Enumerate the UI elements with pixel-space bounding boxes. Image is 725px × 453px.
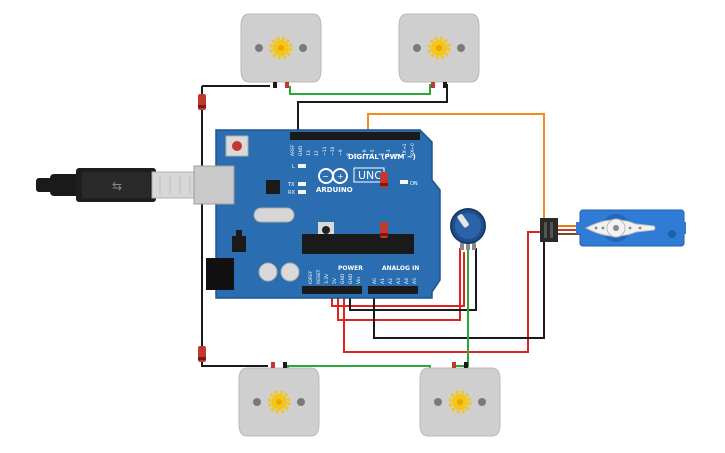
pin-label: 5V [332,277,338,284]
pin-label: IOREF [308,270,314,284]
pin-label: A0 [372,278,378,284]
usb-cable: ⇆ [36,168,201,202]
led-tx-label: TX [287,182,295,188]
digital-header-label: DIGITAL (PWM ~) [348,153,416,161]
potentiometer-knob-icon [457,214,469,228]
pin-label: 13 [306,150,312,156]
pin-label: ~10 [330,146,336,156]
wire-gnd-black-1[interactable] [349,248,477,311]
pin-label: 12 [314,150,320,156]
pin-label: RESET [316,269,322,284]
servo-motor[interactable] [540,209,686,247]
pin-label: ~5 [370,149,376,156]
power-header [302,286,362,294]
pin-label: A4 [404,278,410,284]
pin-label: A5 [412,278,418,284]
potentiometer[interactable] [450,208,486,250]
dc-motor-bottom-right[interactable] [420,362,500,436]
pin-label: A1 [380,278,386,284]
svg-text:−: − [322,172,329,181]
pin-label: ~9 [338,149,344,156]
svg-text:+: + [337,172,344,181]
wire-gnd-black-servo[interactable] [373,238,545,339]
wire-servo-signal-orange[interactable] [367,113,545,222]
dc-motor-top-right[interactable] [399,14,479,88]
pin-label: GND [340,273,346,284]
pin-label: ~11 [322,146,328,156]
diode-board-lower[interactable] [380,222,388,238]
pin-label: 8 [346,153,352,156]
wire-power-red-2[interactable] [337,248,461,321]
pin-label: RX←0 [410,143,416,156]
microcontroller-chip [302,234,414,254]
wire-power-red-servo[interactable] [343,231,548,353]
pin-label: 2 [394,153,400,156]
led-rx-label: RX [288,190,295,196]
diode-board-upper[interactable] [380,172,388,188]
diode-bottom-left[interactable] [198,346,206,362]
on-label: ON [410,181,418,187]
power-header-label: POWER [338,265,363,272]
dc-motor-top-left[interactable] [241,14,321,88]
wire-top-motors-green[interactable] [289,84,431,95]
wire-power-red-1[interactable] [331,252,465,307]
pin-label: A3 [396,278,402,284]
usb-icon: ⇆ [112,179,122,193]
led-l-label: L [292,164,295,170]
analog-header-label: ANALOG IN [382,265,419,272]
pin-label: GND [298,145,304,156]
pin-label: ~3 [386,149,392,156]
reset-button[interactable] [232,141,242,151]
pin-label: Vin [356,277,362,284]
pin-label: ~6 [362,149,368,156]
digital-header [290,132,420,140]
pin-label: AREF [290,144,296,156]
pin-label: 3.3V [324,273,330,284]
brand-label: ARDUINO [316,186,353,194]
wire-top-right-black[interactable] [297,84,448,136]
pin-label: 7 [354,153,360,156]
dc-motor-bottom-left[interactable] [239,362,319,436]
pin-label: TX→1 [402,143,408,157]
pin-label: GND [348,273,354,284]
pin-label: 4 [378,153,384,156]
arduino-logo-icon: − + [318,168,348,184]
pin-label: A2 [388,278,394,284]
diode-top-left[interactable] [198,94,206,110]
model-label: UNO [358,169,383,182]
analog-header [368,286,418,294]
